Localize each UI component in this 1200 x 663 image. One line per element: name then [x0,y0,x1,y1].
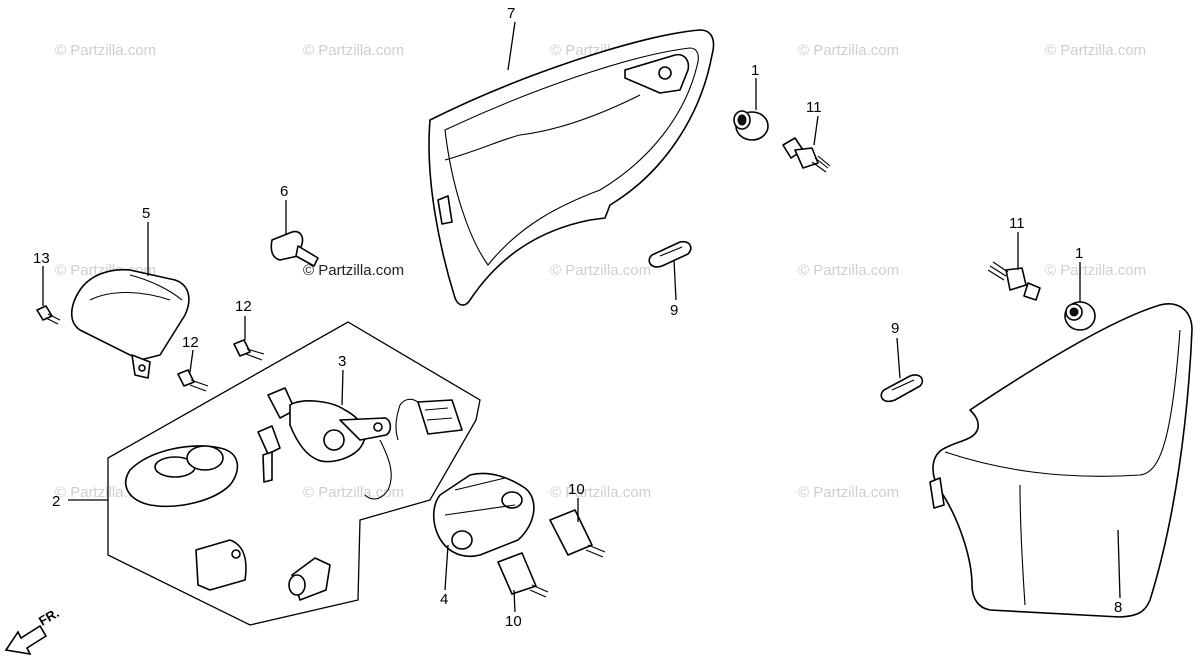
part-11-bolt-upper[interactable] [782,137,831,173]
callout-10: 10 [568,481,585,498]
part-10-spacer-upper[interactable] [549,509,606,558]
callout-12: 12 [235,298,252,315]
part-2-kit-outline [107,321,481,626]
watermark: © Partzilla.com [303,484,404,501]
part-1-grommet-lower[interactable] [1064,301,1096,331]
part-10-spacer-lower[interactable] [497,552,549,598]
callout-13: 13 [33,250,50,267]
callout-10: 10 [505,613,522,630]
callout-3: 3 [338,353,346,370]
part-3-ignition-switch[interactable] [257,387,463,500]
callout-5: 5 [142,205,150,222]
callout-7: 7 [507,5,515,22]
watermark: © Partzilla.com [798,484,899,501]
leader-lines [42,21,1121,613]
part-6-key[interactable] [270,230,319,267]
front-arrow-icon [4,624,48,656]
callout-9: 9 [670,302,678,319]
part-4-switch-body[interactable] [432,472,535,557]
callout-11: 11 [806,99,822,116]
watermark: © Partzilla.com [303,262,404,279]
part-8-right-side-cover[interactable] [929,303,1193,618]
watermark: © Partzilla.com [798,262,899,279]
part-13-screw[interactable] [36,305,61,325]
callout-4: 4 [440,591,448,608]
watermark: © Partzilla.com [1045,42,1146,59]
part-12-screw-upper[interactable] [233,339,265,361]
part-12-screw-lower[interactable] [177,369,209,392]
callout-6: 6 [280,183,288,200]
watermark: © Partzilla.com [1045,262,1146,279]
callout-1: 1 [751,62,759,79]
callout-2: 2 [52,493,60,510]
callout-12: 12 [182,334,199,351]
callout-8: 8 [1114,599,1122,616]
watermark: © Partzilla.com [550,484,651,501]
callout-1: 1 [1075,245,1083,262]
part-5-switch-cover[interactable] [70,268,190,379]
watermark: © Partzilla.com [55,42,156,59]
part-2-kit-parts[interactable] [125,445,331,601]
front-direction-indicator: FR. [4,605,62,656]
callout-11: 11 [1009,215,1025,232]
part-11-bolt-lower[interactable] [987,261,1041,301]
watermark: © Partzilla.com [303,42,404,59]
part-9-rubber-upper[interactable] [648,240,692,268]
part-1-grommet-upper[interactable] [733,110,769,141]
front-label: FR. [36,605,62,628]
callout-9: 9 [891,320,899,337]
part-7-left-side-cover[interactable] [428,29,715,306]
watermark: © Partzilla.com [550,262,651,279]
watermark: © Partzilla.com [798,42,899,59]
part-9-rubber-lower[interactable] [880,374,924,403]
callout-labels: 7 1 11 5 6 13 12 12 3 2 4 10 10 9 9 11 1… [33,5,1122,630]
